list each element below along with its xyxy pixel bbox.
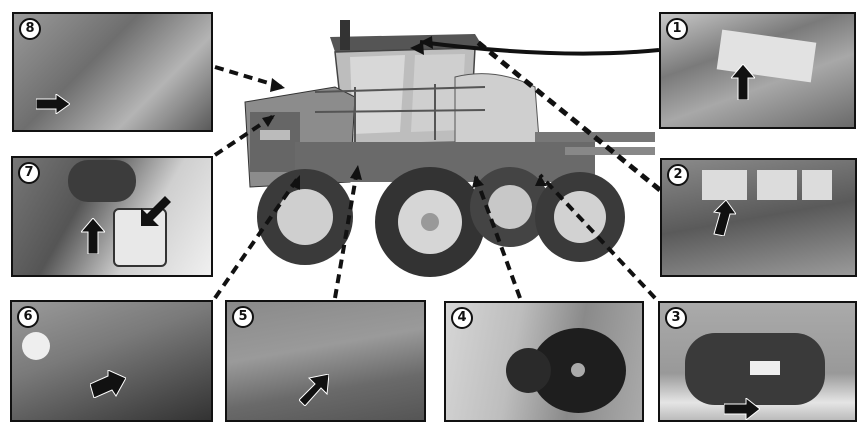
- callout-number-badge: 8: [19, 18, 41, 40]
- leader-2: [473, 38, 662, 192]
- arrow-down-left-icon: [141, 196, 171, 226]
- callout-panel-2: 2: [660, 158, 857, 277]
- callout-panel-7: 7: [11, 156, 213, 277]
- callout-number-badge: 3: [665, 307, 687, 329]
- callout-number-badge: 2: [667, 164, 689, 186]
- arrow-up-icon: [81, 218, 105, 254]
- leader-3: [538, 173, 657, 300]
- arrow-right-icon: [36, 94, 70, 114]
- callout-number-badge: 4: [451, 307, 473, 329]
- arrowhead-8-icon: [270, 78, 285, 92]
- arrow-up-right-icon: [712, 200, 736, 236]
- callout-panel-1: 1: [659, 12, 856, 129]
- callout-number-badge: 7: [18, 162, 40, 184]
- arrow-up-right-icon: [299, 374, 329, 406]
- sprayer-machine-illustration: [235, 12, 660, 282]
- callout-panel-3: 3: [658, 301, 857, 422]
- arrow-right-icon: [90, 370, 126, 398]
- callout-number-badge: 6: [17, 306, 39, 328]
- leader-4: [473, 174, 522, 299]
- callout-panel-5: 5: [225, 300, 426, 422]
- arrow-up-icon: [731, 64, 755, 100]
- callout-panel-6: 6: [10, 300, 213, 422]
- callout-panel-4: 4: [444, 301, 644, 422]
- arrow-right-icon: [724, 398, 760, 420]
- callout-number-badge: 5: [232, 306, 254, 328]
- callout-number-badge: 1: [666, 18, 688, 40]
- leader-5: [333, 164, 360, 299]
- leader-1: [419, 40, 660, 56]
- callout-panel-8: 8: [12, 12, 213, 132]
- leader-6: [213, 173, 302, 300]
